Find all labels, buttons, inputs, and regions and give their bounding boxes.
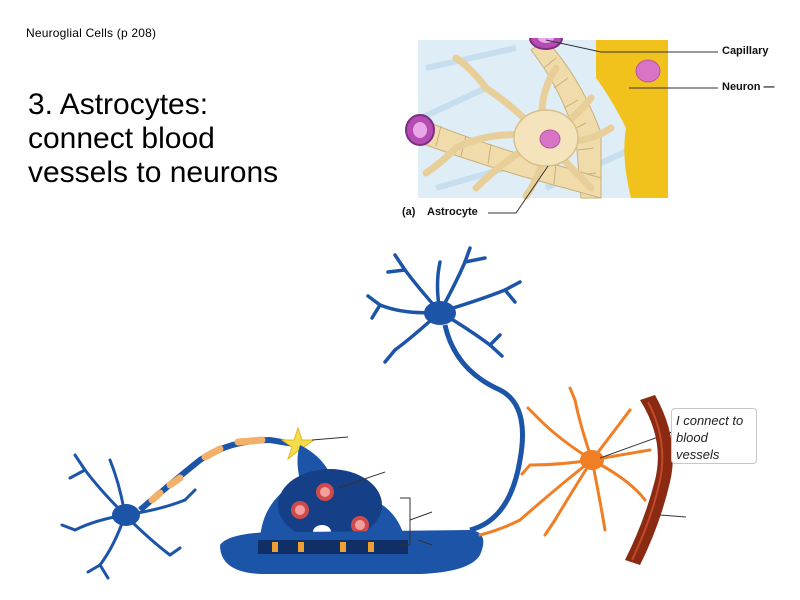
slide-title: 3. Astrocytes: connect blood vessels to … [28,88,388,190]
myelin-segments [148,436,266,504]
astrocyte-figure-tag: (a) [402,206,416,218]
neuron-nucleus [635,59,661,83]
synaptic-vesicles [291,483,369,534]
leader-lines [488,39,718,214]
left-neuron-body [112,504,140,526]
receptors [272,542,374,552]
astrocyte-callout: I connect to blood vessels [671,408,757,464]
upper-neuron-body [424,301,456,325]
capillary-opening-1 [529,38,563,50]
slide-title-line-2: connect blood [28,122,215,155]
signal-star-icon [280,426,316,461]
blood-vessel [625,395,673,565]
capillary-label: Capillary [722,45,769,57]
callout-line-3: vessels [676,447,720,462]
astrocyte-body-orange [580,450,604,470]
capillary-tube-1 [530,39,602,199]
astrocyte-illustration [405,38,718,214]
slide-title-line-1: 3. Astrocytes: [28,88,209,121]
upper-neuron-axon [442,324,525,533]
astrocyte-label: Astrocyte [427,206,478,218]
astrocyte-nucleus [539,129,561,149]
callout-line-2: blood [676,430,708,445]
slide-subtitle: Neuroglial Cells (p 208) [26,26,157,40]
slide-title-line-3: vessels to neurons [28,156,279,189]
callout-line-1: I connect to [676,413,744,428]
neuron-label: Neuron — [722,81,775,93]
synaptic-cleft [258,540,408,554]
astrocyte-processes-orange [478,386,652,537]
